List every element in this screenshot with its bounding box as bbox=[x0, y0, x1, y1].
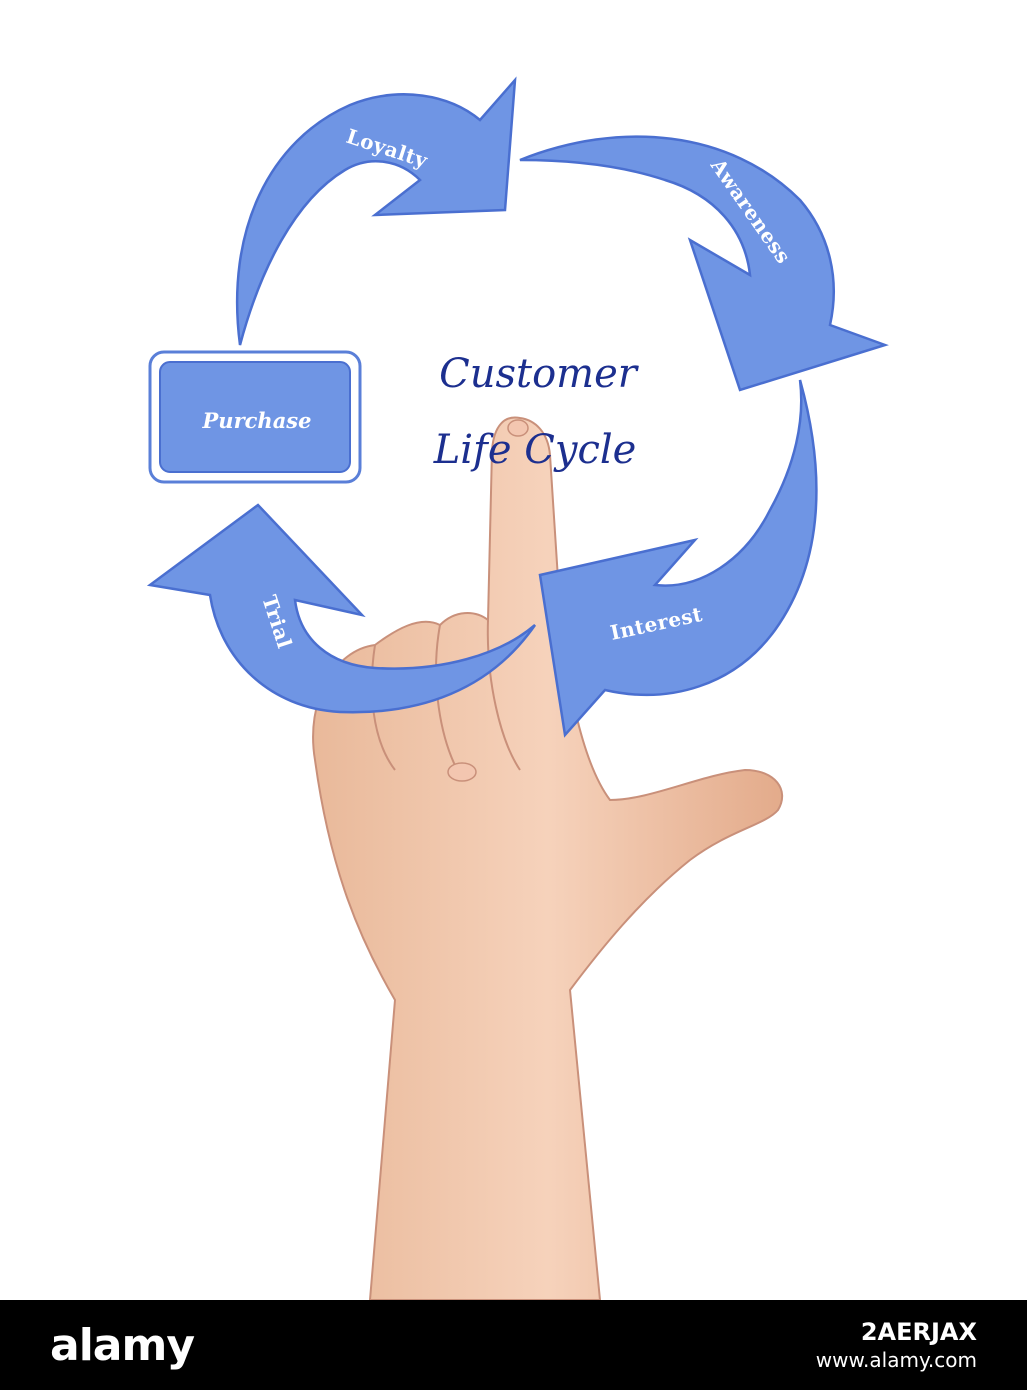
interest-arrow: Interest bbox=[538, 379, 818, 738]
life-cycle-diagram: Loyalty Awareness Interest Trial Purchas… bbox=[146, 76, 889, 1300]
loyalty-arrow: Loyalty bbox=[235, 76, 517, 346]
image-id: 2AERJAX bbox=[860, 1318, 977, 1346]
pointing-hand-image bbox=[312, 416, 784, 1300]
brand-logo: alamy bbox=[50, 1319, 195, 1371]
purchase-node: Purchase bbox=[148, 350, 362, 484]
trial-arrow: Trial bbox=[146, 503, 537, 714]
diagram-title-line1: Customer bbox=[439, 351, 640, 397]
stock-footer-bar: alamy 2AERJAX www.alamy.com bbox=[0, 1300, 1027, 1390]
footer-info: 2AERJAX www.alamy.com bbox=[816, 1318, 977, 1372]
site-url: www.alamy.com bbox=[815, 1348, 977, 1372]
diagram-title-line2: Life Cycle bbox=[433, 427, 637, 473]
purchase-label: Purchase bbox=[202, 408, 312, 433]
